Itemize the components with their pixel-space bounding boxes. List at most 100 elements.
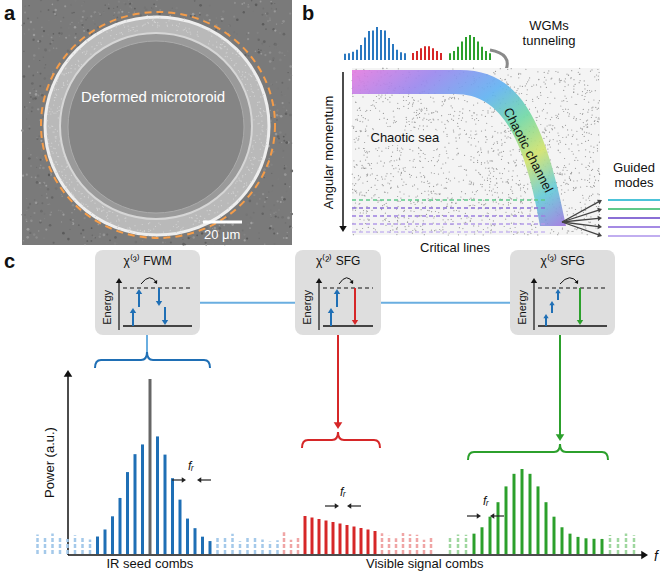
- sem-texture: [231, 223, 234, 226]
- sem-texture: [283, 198, 286, 201]
- chaotic-dot: [483, 234, 484, 235]
- sem-texture: [242, 79, 243, 80]
- sem-texture: [85, 204, 86, 205]
- sem-texture: [52, 4, 54, 6]
- sem-texture: [269, 227, 271, 229]
- comb-line: [376, 27, 378, 60]
- sem-texture: [222, 44, 223, 45]
- sem-texture: [67, 238, 70, 241]
- sem-texture: [112, 212, 113, 213]
- chaotic-dot: [435, 193, 436, 194]
- chaotic-dot: [506, 82, 507, 83]
- sem-texture: [182, 243, 185, 246]
- sem-texture: [271, 217, 272, 218]
- sem-texture: [273, 67, 276, 70]
- sem-texture: [90, 15, 92, 17]
- sem-texture: [57, 164, 58, 165]
- sem-texture: [37, 95, 39, 97]
- sem-texture: [209, 5, 211, 7]
- sem-texture: [121, 32, 122, 33]
- sem-texture: [62, 87, 63, 88]
- sem-texture: [74, 26, 76, 28]
- sem-texture: [260, 112, 261, 113]
- sem-texture: [57, 107, 58, 108]
- sem-texture: [45, 185, 47, 187]
- sem-texture: [289, 186, 290, 187]
- sem-texture: [263, 146, 264, 147]
- sem-texture: [274, 104, 276, 106]
- sem-texture: [127, 229, 128, 230]
- sem-texture: [262, 131, 263, 132]
- sem-texture: [260, 1, 262, 3]
- sem-texture: [224, 46, 225, 47]
- sem-texture: [148, 23, 149, 24]
- sem-texture: [90, 54, 91, 55]
- sem-texture: [259, 111, 260, 112]
- sem-texture: [211, 36, 212, 37]
- sem-texture: [225, 56, 226, 57]
- sem-texture: [26, 174, 28, 176]
- sem-texture: [44, 67, 46, 69]
- sem-texture: [124, 218, 125, 219]
- sem-texture: [81, 23, 83, 25]
- chaotic-dot: [597, 170, 598, 171]
- sem-texture: [48, 139, 49, 140]
- sem-texture: [56, 152, 57, 153]
- sem-texture: [285, 141, 288, 144]
- sem-texture: [101, 211, 102, 212]
- sem-texture: [114, 38, 115, 39]
- sem-texture: [54, 164, 55, 165]
- sem-texture: [75, 216, 76, 217]
- sem-texture: [53, 242, 55, 244]
- sem-texture: [283, 202, 284, 203]
- sem-texture: [97, 209, 98, 210]
- sem-texture: [193, 0, 195, 2]
- sem-texture: [148, 231, 149, 232]
- sem-texture: [108, 7, 110, 9]
- sem-texture: [33, 54, 36, 57]
- sem-texture: [71, 175, 72, 176]
- sem-texture: [43, 30, 45, 32]
- sem-texture: [285, 237, 287, 239]
- sem-texture: [251, 76, 252, 77]
- sem-texture: [41, 94, 44, 97]
- sem-texture: [74, 189, 75, 190]
- sem-texture: [53, 104, 54, 105]
- sem-texture: [247, 90, 248, 91]
- sem-texture: [284, 183, 286, 185]
- sem-texture: [30, 165, 31, 166]
- sem-texture: [290, 170, 293, 173]
- sem-texture: [255, 158, 256, 159]
- sem-texture: [275, 215, 277, 217]
- comb-line: [477, 42, 479, 60]
- sem-texture: [99, 208, 100, 209]
- comb-line: [436, 51, 438, 60]
- sem-texture: [106, 31, 107, 32]
- sem-texture: [128, 26, 129, 27]
- sem-texture: [104, 4, 105, 5]
- sem-texture: [39, 85, 41, 87]
- sem-texture: [216, 41, 217, 42]
- sem-texture: [264, 201, 266, 203]
- sem-texture: [57, 0, 59, 1]
- sem-texture: [176, 25, 177, 26]
- sem-texture: [287, 72, 288, 73]
- sem-texture: [238, 178, 239, 179]
- sem-texture: [32, 39, 34, 41]
- sem-texture: [290, 212, 291, 213]
- sem-texture: [268, 158, 270, 160]
- sem-texture: [200, 216, 201, 217]
- sem-texture: [37, 17, 38, 18]
- sem-texture: [257, 123, 258, 124]
- sem-texture: [61, 195, 63, 197]
- comb-line: [489, 53, 491, 60]
- sem-texture: [216, 17, 217, 18]
- sem-texture: [270, 215, 272, 217]
- sem-texture: [125, 221, 126, 222]
- sem-texture: [117, 12, 118, 13]
- sem-texture: [212, 44, 213, 45]
- sem-texture: [238, 70, 239, 71]
- sem-texture: [52, 160, 53, 161]
- sem-texture: [289, 65, 292, 68]
- sem-texture: [239, 180, 240, 181]
